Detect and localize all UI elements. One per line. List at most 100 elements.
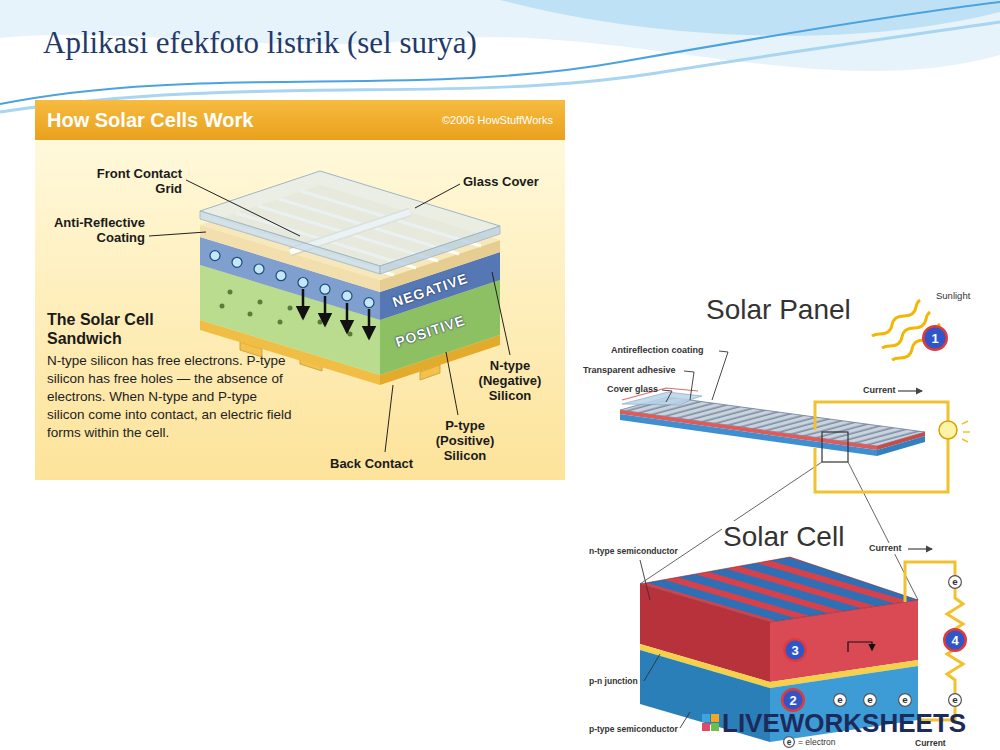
part-label: p-n junction	[588, 676, 639, 687]
leader-line	[492, 272, 510, 355]
cell-sandwich	[276, 271, 286, 281]
callout-circle	[923, 326, 947, 350]
cell-sandwich	[232, 257, 242, 267]
watermark-logo	[702, 723, 710, 731]
cell-sandwich	[320, 284, 330, 294]
solar-panel	[822, 432, 848, 462]
callout-circle	[784, 639, 806, 661]
part-label: Sunlight	[936, 290, 970, 302]
part-label: Cover glass	[607, 384, 658, 395]
leader-line	[680, 712, 690, 728]
electron-circle	[834, 694, 847, 707]
zoom-line	[848, 462, 918, 600]
solar-cell	[848, 642, 872, 652]
solar-panel	[620, 414, 877, 456]
panel-wire	[815, 402, 948, 430]
part-label: Anti-Reflective Coating	[35, 215, 145, 245]
light-bulb	[962, 421, 970, 442]
leader-line	[644, 654, 660, 681]
electron-label: e	[787, 738, 792, 746]
leader-line	[149, 232, 206, 236]
panel-wire	[815, 439, 948, 492]
part-label: p-type semiconductor	[588, 724, 679, 735]
watermark: LIVEWORKSHEETS	[722, 710, 966, 736]
leader-line	[684, 371, 694, 400]
callout-number: 4	[943, 628, 967, 652]
leader-line	[640, 560, 690, 728]
cell-sandwich	[380, 226, 500, 274]
cell-sandwich	[324, 296, 327, 325]
callout-number: 2	[781, 688, 805, 712]
cell-sandwich	[254, 264, 264, 274]
watermark-logo	[711, 723, 719, 731]
wave-band	[500, 0, 1000, 36]
legend-note: = electron	[798, 737, 836, 748]
electron-circle	[899, 694, 912, 707]
electron-symbol: e	[783, 736, 795, 748]
copyright-note: ©2006 HowStuffWorks	[442, 114, 553, 126]
part-label: Back Contact	[330, 456, 413, 472]
section-heading: The Solar Cell Sandwich	[47, 310, 187, 348]
electron-label: e	[837, 695, 842, 705]
cell-sandwich	[200, 171, 500, 266]
cell-sandwich	[346, 303, 349, 332]
leader-line	[662, 351, 728, 402]
leader-line	[186, 180, 300, 236]
callout-circle	[944, 629, 966, 651]
cell-sandwich	[220, 304, 225, 309]
part-label: P-type (Positive) Silicon	[425, 418, 505, 463]
leader-line	[385, 385, 393, 452]
electron-label: e	[952, 577, 957, 587]
cell-sandwich	[364, 298, 374, 308]
cell-sandwich	[368, 309, 371, 338]
cell-sandwich	[302, 289, 305, 318]
electron-symbol: e	[948, 575, 962, 589]
electron-symbol: e	[898, 693, 912, 707]
watermark-logo	[711, 714, 719, 722]
light-bulb	[939, 421, 970, 442]
callout-number: 1	[922, 325, 948, 351]
cell-sandwich	[200, 211, 380, 274]
cell-sandwich	[288, 306, 293, 311]
solar-panel	[620, 410, 877, 450]
header-bar: How Solar Cells Work ©2006 HowStuffWorks	[35, 100, 565, 140]
cell-sandwich	[348, 332, 353, 337]
section-heading: Solar Panel	[706, 294, 851, 326]
cell-sandwich	[248, 312, 253, 317]
wave-band	[0, 0, 1000, 71]
electron-symbol: e	[833, 693, 847, 707]
current-label: Current	[868, 543, 903, 554]
cell-wire	[905, 562, 963, 720]
leader-line	[446, 352, 458, 415]
part-label: n-type semiconductor	[588, 546, 679, 557]
sun-rays	[872, 300, 920, 336]
solar-panel	[877, 436, 925, 456]
cell-sandwich	[220, 290, 353, 337]
callout-label: 4	[951, 634, 958, 647]
electron-circle	[949, 576, 962, 589]
electron-circle	[784, 737, 795, 748]
part-label: Glass Cover	[463, 174, 539, 190]
electron-circle	[949, 694, 962, 707]
header-title: How Solar Cells Work	[47, 109, 253, 132]
electron-symbol: e	[863, 693, 877, 707]
electron-label: e	[902, 695, 907, 705]
leader-line	[712, 351, 728, 400]
solar-panel	[620, 388, 925, 462]
part-label: Front Contact Grid	[72, 166, 182, 196]
cell-sandwich	[258, 300, 263, 305]
body-note: N-type silicon has free electrons. P-typ…	[47, 352, 297, 442]
cell-wire	[905, 562, 963, 720]
electron-label: e	[952, 695, 957, 705]
cell-sandwich	[298, 278, 308, 288]
watermark-logo	[702, 714, 719, 731]
current-arrow	[908, 548, 932, 549]
solar-cell	[640, 557, 918, 622]
cell-sandwich	[278, 320, 283, 325]
cell-sandwich	[342, 291, 352, 301]
watermark-logo	[702, 714, 710, 722]
leader-line	[640, 560, 650, 600]
light-bulb	[939, 421, 957, 439]
wave-band	[0, 0, 1000, 112]
